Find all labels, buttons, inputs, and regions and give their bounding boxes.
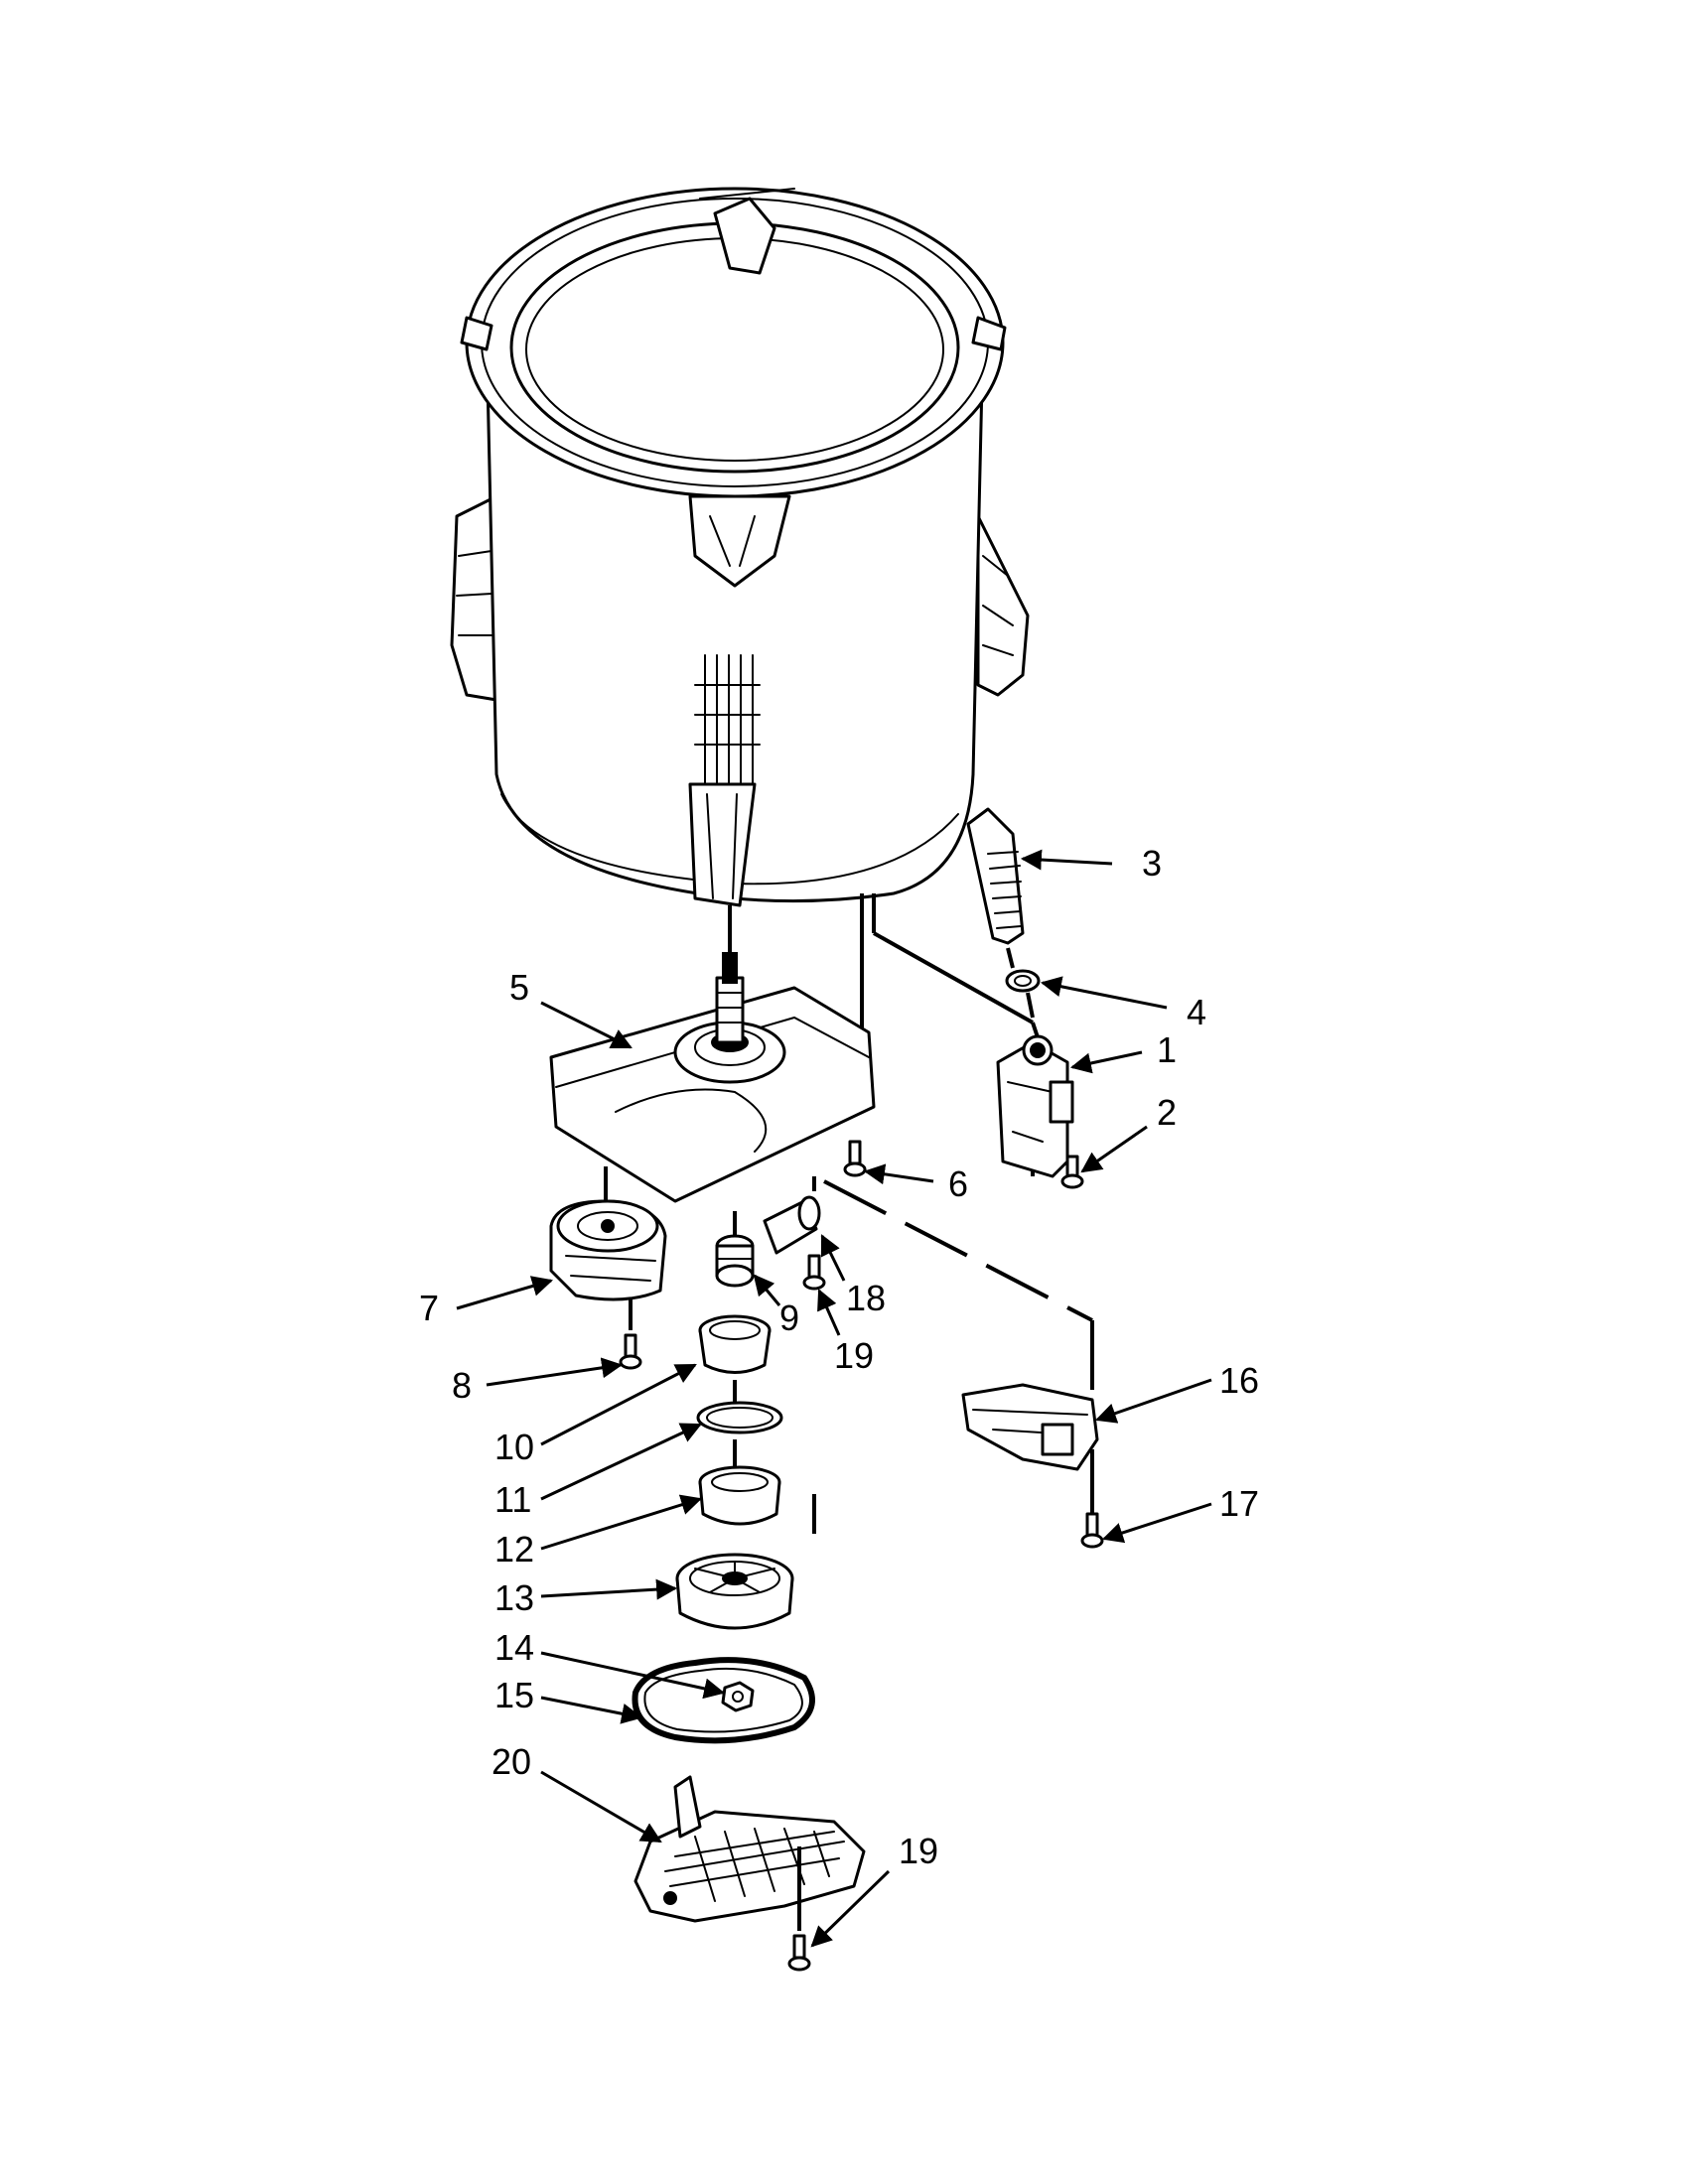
callout-17: 17 xyxy=(1219,1483,1259,1524)
pulley-nut xyxy=(721,1681,755,1712)
callout-5: 5 xyxy=(509,967,529,1008)
retaining-ring xyxy=(696,1401,783,1434)
callout-2: 2 xyxy=(1157,1092,1177,1133)
coupler xyxy=(715,1234,755,1288)
gearcase-mounting-plate xyxy=(549,952,876,1203)
motor-shield xyxy=(633,1775,866,1923)
shifter-cup xyxy=(698,1314,772,1374)
callout-8: 8 xyxy=(452,1365,472,1406)
callout-14: 14 xyxy=(494,1627,534,1668)
leader-lines xyxy=(456,849,1212,1948)
spring-cup xyxy=(698,1465,781,1526)
drive-pulley xyxy=(675,1553,794,1630)
outer-tub xyxy=(450,187,1030,907)
callout-9: 9 xyxy=(779,1297,799,1338)
callout-10: 10 xyxy=(494,1427,534,1467)
callout-18: 18 xyxy=(846,1278,886,1318)
callout-12: 12 xyxy=(494,1529,534,1570)
callout-15: 15 xyxy=(494,1675,534,1715)
motor-control-unit xyxy=(961,1383,1099,1471)
callout-7: 7 xyxy=(419,1288,439,1328)
callout-20: 20 xyxy=(492,1741,531,1782)
assembly-connectors xyxy=(604,893,1094,1534)
callout-19-lower: 19 xyxy=(899,1831,938,1871)
capacitor xyxy=(763,1195,821,1255)
callout-1: 1 xyxy=(1157,1029,1177,1070)
callout-labels: 3 4 1 2 5 6 7 8 9 18 19 10 11 12 13 14 1… xyxy=(419,843,1259,1871)
drain-hose xyxy=(966,807,1025,969)
drain-pump xyxy=(996,1034,1074,1178)
callout-6: 6 xyxy=(948,1163,968,1204)
shield-screw xyxy=(787,1846,811,1972)
callout-4: 4 xyxy=(1187,992,1206,1032)
callout-19-upper: 19 xyxy=(834,1335,874,1376)
callout-16: 16 xyxy=(1219,1360,1259,1401)
control-screw xyxy=(1080,1512,1104,1549)
motor-screw xyxy=(619,1333,642,1370)
hose-clamp xyxy=(1005,969,1041,1019)
pump-screw xyxy=(1060,1155,1084,1189)
callout-13: 13 xyxy=(494,1577,534,1618)
drive-motor xyxy=(549,1199,667,1301)
callout-11: 11 xyxy=(494,1479,531,1520)
plate-screw xyxy=(843,1140,867,1177)
callout-3: 3 xyxy=(1142,843,1162,884)
capacitor-screw xyxy=(802,1254,826,1291)
